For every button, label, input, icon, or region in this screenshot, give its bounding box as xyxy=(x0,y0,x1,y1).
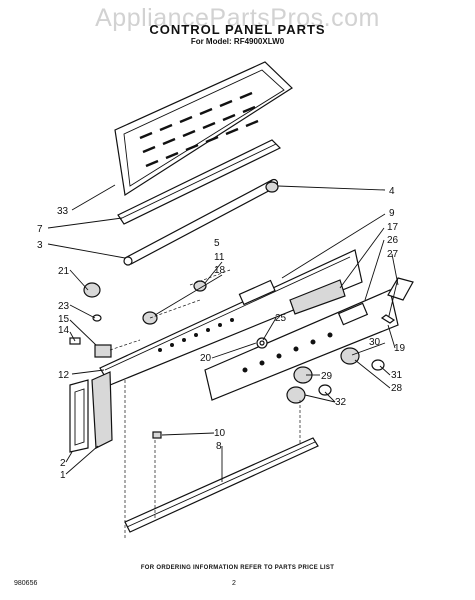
bottom-trim xyxy=(124,437,319,533)
callout-21: 21 xyxy=(58,266,70,277)
callout-15: 15 xyxy=(58,314,70,325)
callout-5: 5 xyxy=(214,238,220,249)
leader-lines xyxy=(47,184,399,482)
callout-25: 25 xyxy=(275,313,287,324)
callout-labels: 33 7 3 4 5 9 17 26 27 11 18 21 23 15 14 … xyxy=(37,186,406,481)
ordering-info: FOR ORDERING INFORMATION REFER TO PARTS … xyxy=(140,565,335,571)
callout-30: 30 xyxy=(369,337,381,348)
side-bracket xyxy=(69,371,113,453)
callout-14: 14 xyxy=(58,325,70,336)
callout-12: 12 xyxy=(58,370,70,381)
callout-9: 9 xyxy=(389,208,395,219)
page-number: 2 xyxy=(232,580,236,587)
callout-31: 31 xyxy=(391,370,403,381)
callout-32: 32 xyxy=(335,397,347,408)
end-bracket xyxy=(387,277,414,321)
control-board xyxy=(289,279,346,315)
trim-strip xyxy=(117,139,282,225)
callout-27: 27 xyxy=(387,249,399,260)
model-line: For Model: RF4900XLW0 xyxy=(190,37,285,46)
callout-8: 8 xyxy=(216,441,222,452)
callout-28: 28 xyxy=(391,383,403,394)
callout-19: 19 xyxy=(394,343,406,354)
callout-4: 4 xyxy=(389,186,395,197)
hinge-rod xyxy=(123,178,279,266)
callout-1: 1 xyxy=(60,470,66,481)
control-panel-glass xyxy=(114,61,293,197)
callout-18: 18 xyxy=(214,265,226,276)
callout-29: 29 xyxy=(321,371,333,382)
callout-3: 3 xyxy=(37,240,43,251)
callout-17: 17 xyxy=(387,222,399,233)
callout-7: 7 xyxy=(37,224,43,235)
switch-panel xyxy=(204,289,399,401)
document-number: 980656 xyxy=(14,580,38,587)
callout-11: 11 xyxy=(214,252,225,263)
callout-23: 23 xyxy=(58,301,70,312)
callout-10: 10 xyxy=(214,428,226,439)
diagram-title: CONTROL PANEL PARTS xyxy=(149,22,326,37)
callout-33: 33 xyxy=(57,206,69,217)
callout-2: 2 xyxy=(60,458,66,469)
callout-20: 20 xyxy=(200,353,212,364)
callout-26: 26 xyxy=(387,235,399,246)
watermark: AppliancePartsPros.com xyxy=(95,4,380,32)
